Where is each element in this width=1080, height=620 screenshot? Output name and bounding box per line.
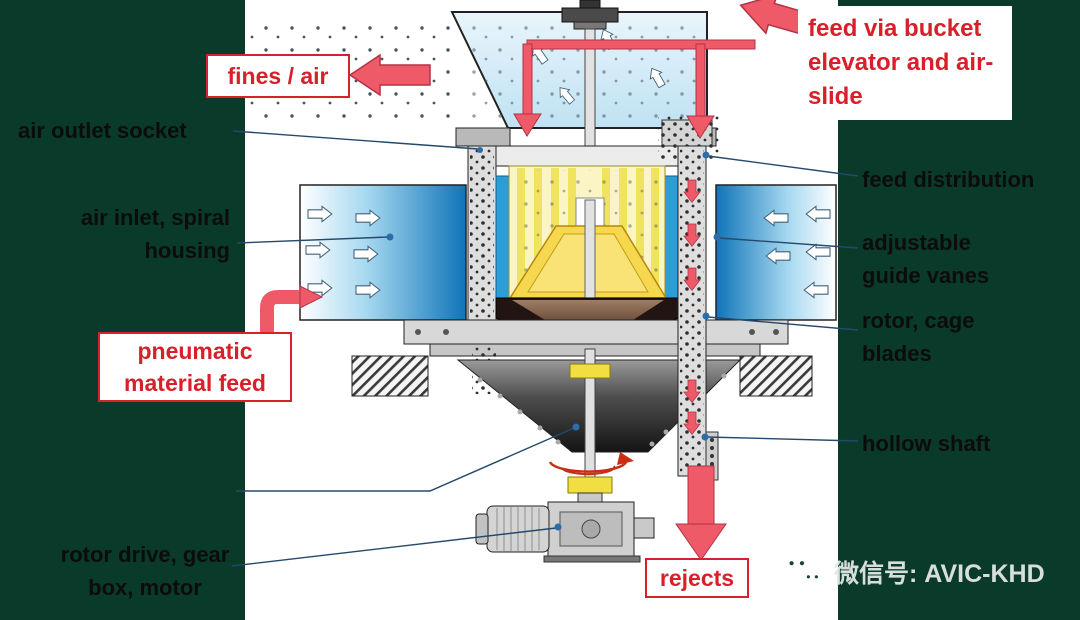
watermark: 微信号: AVIC-KHD — [778, 548, 1045, 596]
rotor-cage-label: rotor, cage blades — [862, 308, 975, 366]
hollow-shaft-channel — [677, 145, 719, 481]
rotor-drive-label: rotor drive, gear box, motor — [60, 542, 230, 600]
guide-vane-strips — [495, 175, 679, 323]
fines-air-label: fines / air — [206, 54, 350, 98]
pneumatic-feed-label: pneumatic material feed — [98, 332, 292, 402]
feed-distribution-label: feed distribution — [862, 167, 1035, 192]
feed-flow-arrows — [260, 0, 810, 561]
rejects-label: rejects — [645, 558, 749, 598]
wechat-icon — [781, 552, 824, 593]
leader-lines — [231, 130, 859, 567]
watermark-text: 微信号: AVIC-KHD — [834, 560, 1045, 588]
air-inlet-label: air inlet, spiral housing — [80, 205, 230, 263]
cage-rotor — [508, 165, 668, 301]
support-blocks — [351, 355, 813, 397]
rejects-cone — [456, 359, 742, 453]
feed-via-label: feed via bucket elevator and air-slide — [798, 6, 1012, 120]
rejects-arrow — [687, 465, 715, 527]
rotor-drive-assembly — [475, 492, 655, 563]
left-channel — [467, 145, 497, 327]
hollow-shaft-label: hollow shaft — [862, 431, 991, 456]
air-inlet-housings — [299, 184, 837, 321]
rotation-arrow-icon — [548, 452, 634, 476]
pneumatic-feed-arrow — [260, 290, 302, 334]
air-outlet-label: air outlet socket — [18, 118, 187, 143]
mounting-plate — [403, 319, 789, 357]
fines-air-arrow — [348, 53, 431, 97]
guide-vanes-label: adjustable guide vanes — [862, 230, 990, 288]
